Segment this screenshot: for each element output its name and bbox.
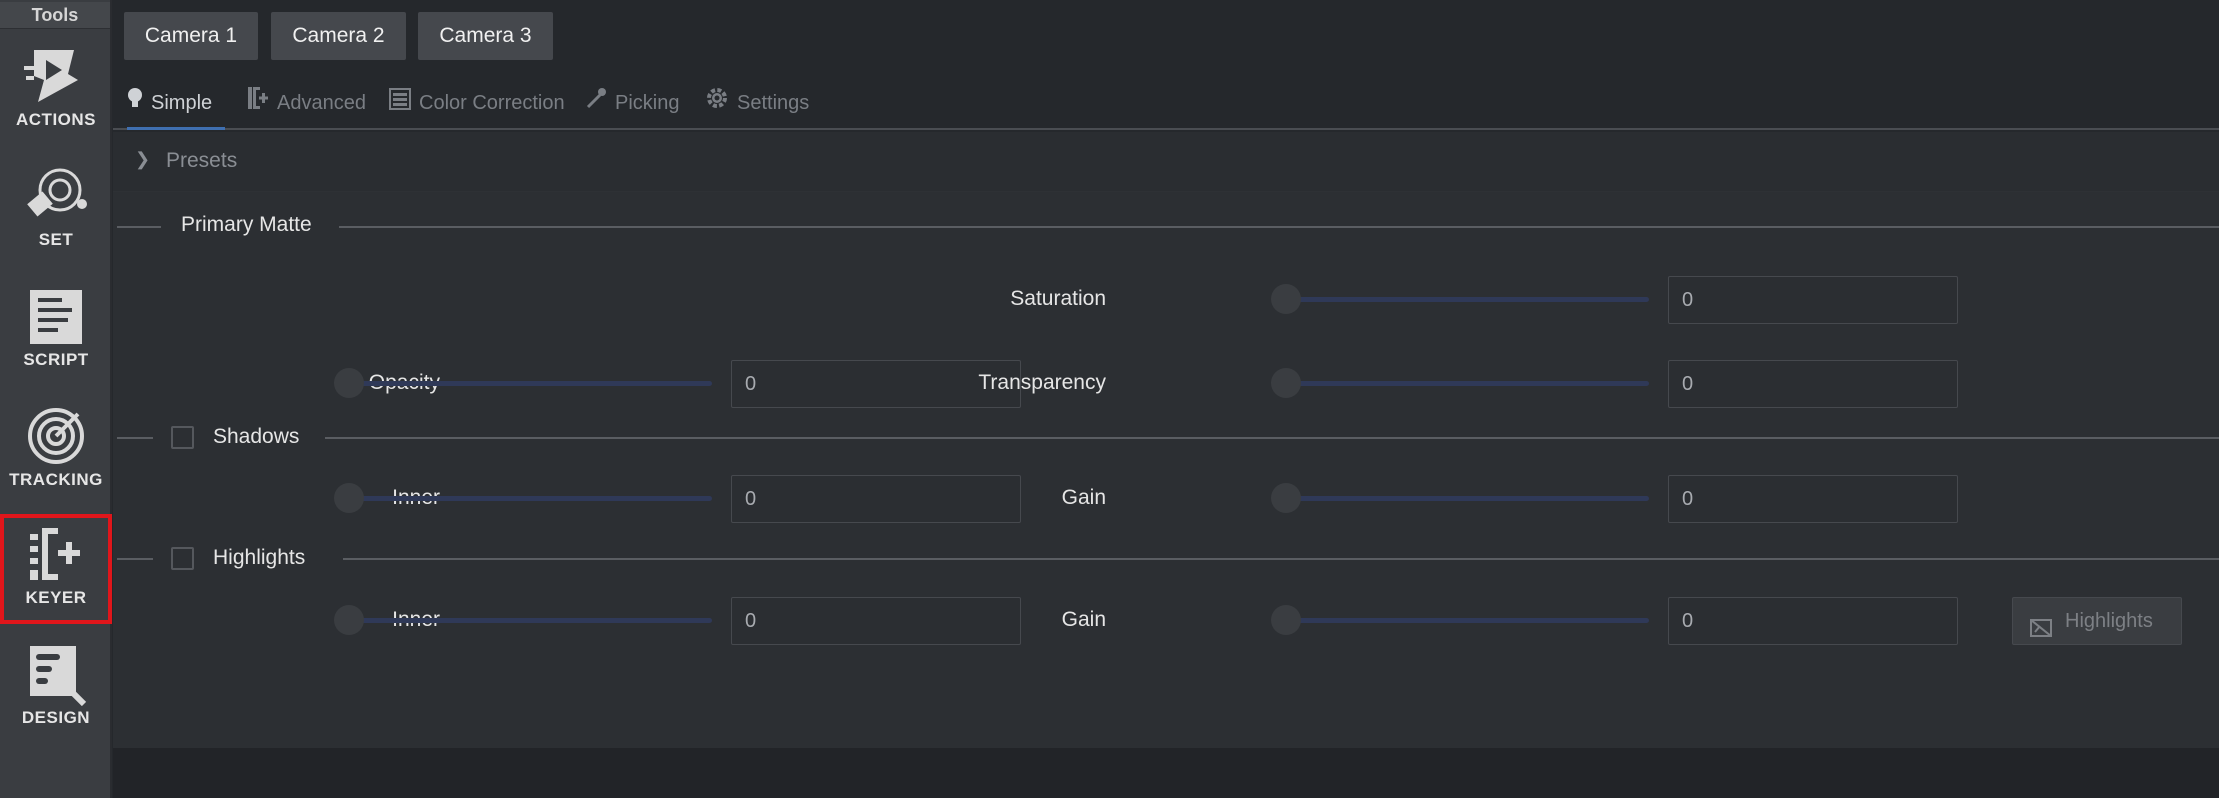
slider-track [1285,618,1649,623]
tool-label-script: SCRIPT [23,350,89,369]
eyedropper-icon [585,81,607,127]
set-icon [22,164,90,228]
tab-label-settings: Settings [737,92,810,114]
bulb-icon [127,81,143,127]
transparency-slider[interactable] [1271,368,1649,398]
slider-track [348,496,712,501]
camera-3-button[interactable]: Camera 3 [418,12,553,60]
tool-label-tracking: TRACKING [9,470,103,489]
shadows-inner-input[interactable]: 0 [731,475,1021,523]
tool-set[interactable]: SET [0,156,112,266]
tab-label-picking: Picking [615,92,680,114]
primary-matte-title: Primary Matte [181,213,312,236]
tab-label-advanced: Advanced [277,92,366,114]
saturation-label: Saturation [1010,287,1106,310]
keyer-main-panel: Camera 1 Camera 2 Camera 3 Simple Advanc… [113,0,2219,798]
slider-track [1285,381,1649,386]
bottom-strip [113,748,2219,798]
slider-thumb[interactable] [1271,605,1301,635]
highlights-gain-label: Gain [1061,608,1106,631]
tab-settings[interactable]: Settings [705,80,809,128]
tab-picking[interactable]: Picking [585,80,679,128]
tool-keyer[interactable]: KEYER [0,514,112,624]
shadows-gain-input[interactable]: 0 [1668,475,1958,523]
chevron-right-icon: ❯ [135,149,151,169]
highlights-button-label: Highlights [2065,610,2153,632]
actions-icon [22,44,90,108]
slider-track [348,381,712,386]
tool-design[interactable]: DESIGN [0,634,112,744]
shadows-title: Shadows [213,425,300,448]
group-divider [343,558,2219,560]
highlights-inner-input[interactable]: 0 [731,597,1021,645]
slider-thumb[interactable] [334,605,364,635]
presets-section[interactable]: ❯ Presets [113,132,2219,192]
shadows-inner-slider[interactable] [334,483,712,513]
slider-thumb[interactable] [1271,284,1301,314]
tool-script[interactable]: SCRIPT [0,276,112,386]
slider-thumb[interactable] [1271,368,1301,398]
shadows-gain-slider[interactable] [1271,483,1649,513]
group-divider [117,437,153,439]
highlights-view-button[interactable]: Highlights [2012,597,2182,645]
highlights-checkbox[interactable] [171,547,194,570]
highlights-inner-slider[interactable] [334,605,712,635]
tab-color-correction[interactable]: Color Correction [389,80,565,128]
group-divider [117,558,153,560]
group-divider [325,437,2219,439]
shadows-checkbox[interactable] [171,426,194,449]
opacity-input[interactable]: 0 [731,360,1021,408]
keyer-icon [22,522,90,586]
transparency-label: Transparency [978,371,1106,394]
tool-tracking[interactable]: TRACKING [0,396,112,506]
slider-track [1285,297,1649,302]
slider-thumb[interactable] [334,483,364,513]
tab-simple[interactable]: Simple [127,80,225,130]
tracking-icon [22,404,90,468]
sidebar-title: Tools [0,2,110,29]
highlights-disabled-icon [2029,610,2053,656]
keyer-icon [247,81,269,127]
presets-label: Presets [166,149,238,172]
highlights-gain-slider[interactable] [1271,605,1649,635]
saturation-input[interactable]: 0 [1668,276,1958,324]
camera-2-button[interactable]: Camera 2 [271,12,406,60]
tools-sidebar: Tools ACTIONS [0,0,112,798]
tool-label-set: SET [38,230,74,249]
shadows-gain-label: Gain [1061,486,1106,509]
tool-label-design: DESIGN [21,708,91,727]
camera-bar: Camera 1 Camera 2 Camera 3 [113,0,2219,70]
keyer-tabs: Simple Advanced Color Correction Picking [113,80,2219,130]
highlights-title: Highlights [213,546,306,569]
gear-icon [705,81,729,127]
opacity-slider[interactable] [334,368,712,398]
slider-track [348,618,712,623]
group-divider [117,226,161,228]
slider-track [1285,496,1649,501]
slider-thumb[interactable] [334,368,364,398]
tab-label-simple: Simple [151,92,213,114]
simple-panel: Primary Matte Saturation 0 Opacity 0 Tra… [113,192,2219,748]
tab-label-color-correction: Color Correction [419,92,565,114]
camera-1-button[interactable]: Camera 1 [124,12,258,60]
color-correction-icon [389,81,411,127]
script-icon [22,284,90,348]
tool-label-actions: ACTIONS [16,110,96,129]
group-divider [339,226,2219,228]
design-icon [22,642,90,707]
slider-thumb[interactable] [1271,483,1301,513]
transparency-input[interactable]: 0 [1668,360,1958,408]
tool-actions[interactable]: ACTIONS [0,36,112,146]
tab-advanced[interactable]: Advanced [247,80,366,128]
saturation-slider[interactable] [1271,284,1649,314]
highlights-gain-input[interactable]: 0 [1668,597,1958,645]
tool-label-keyer: KEYER [25,588,87,607]
